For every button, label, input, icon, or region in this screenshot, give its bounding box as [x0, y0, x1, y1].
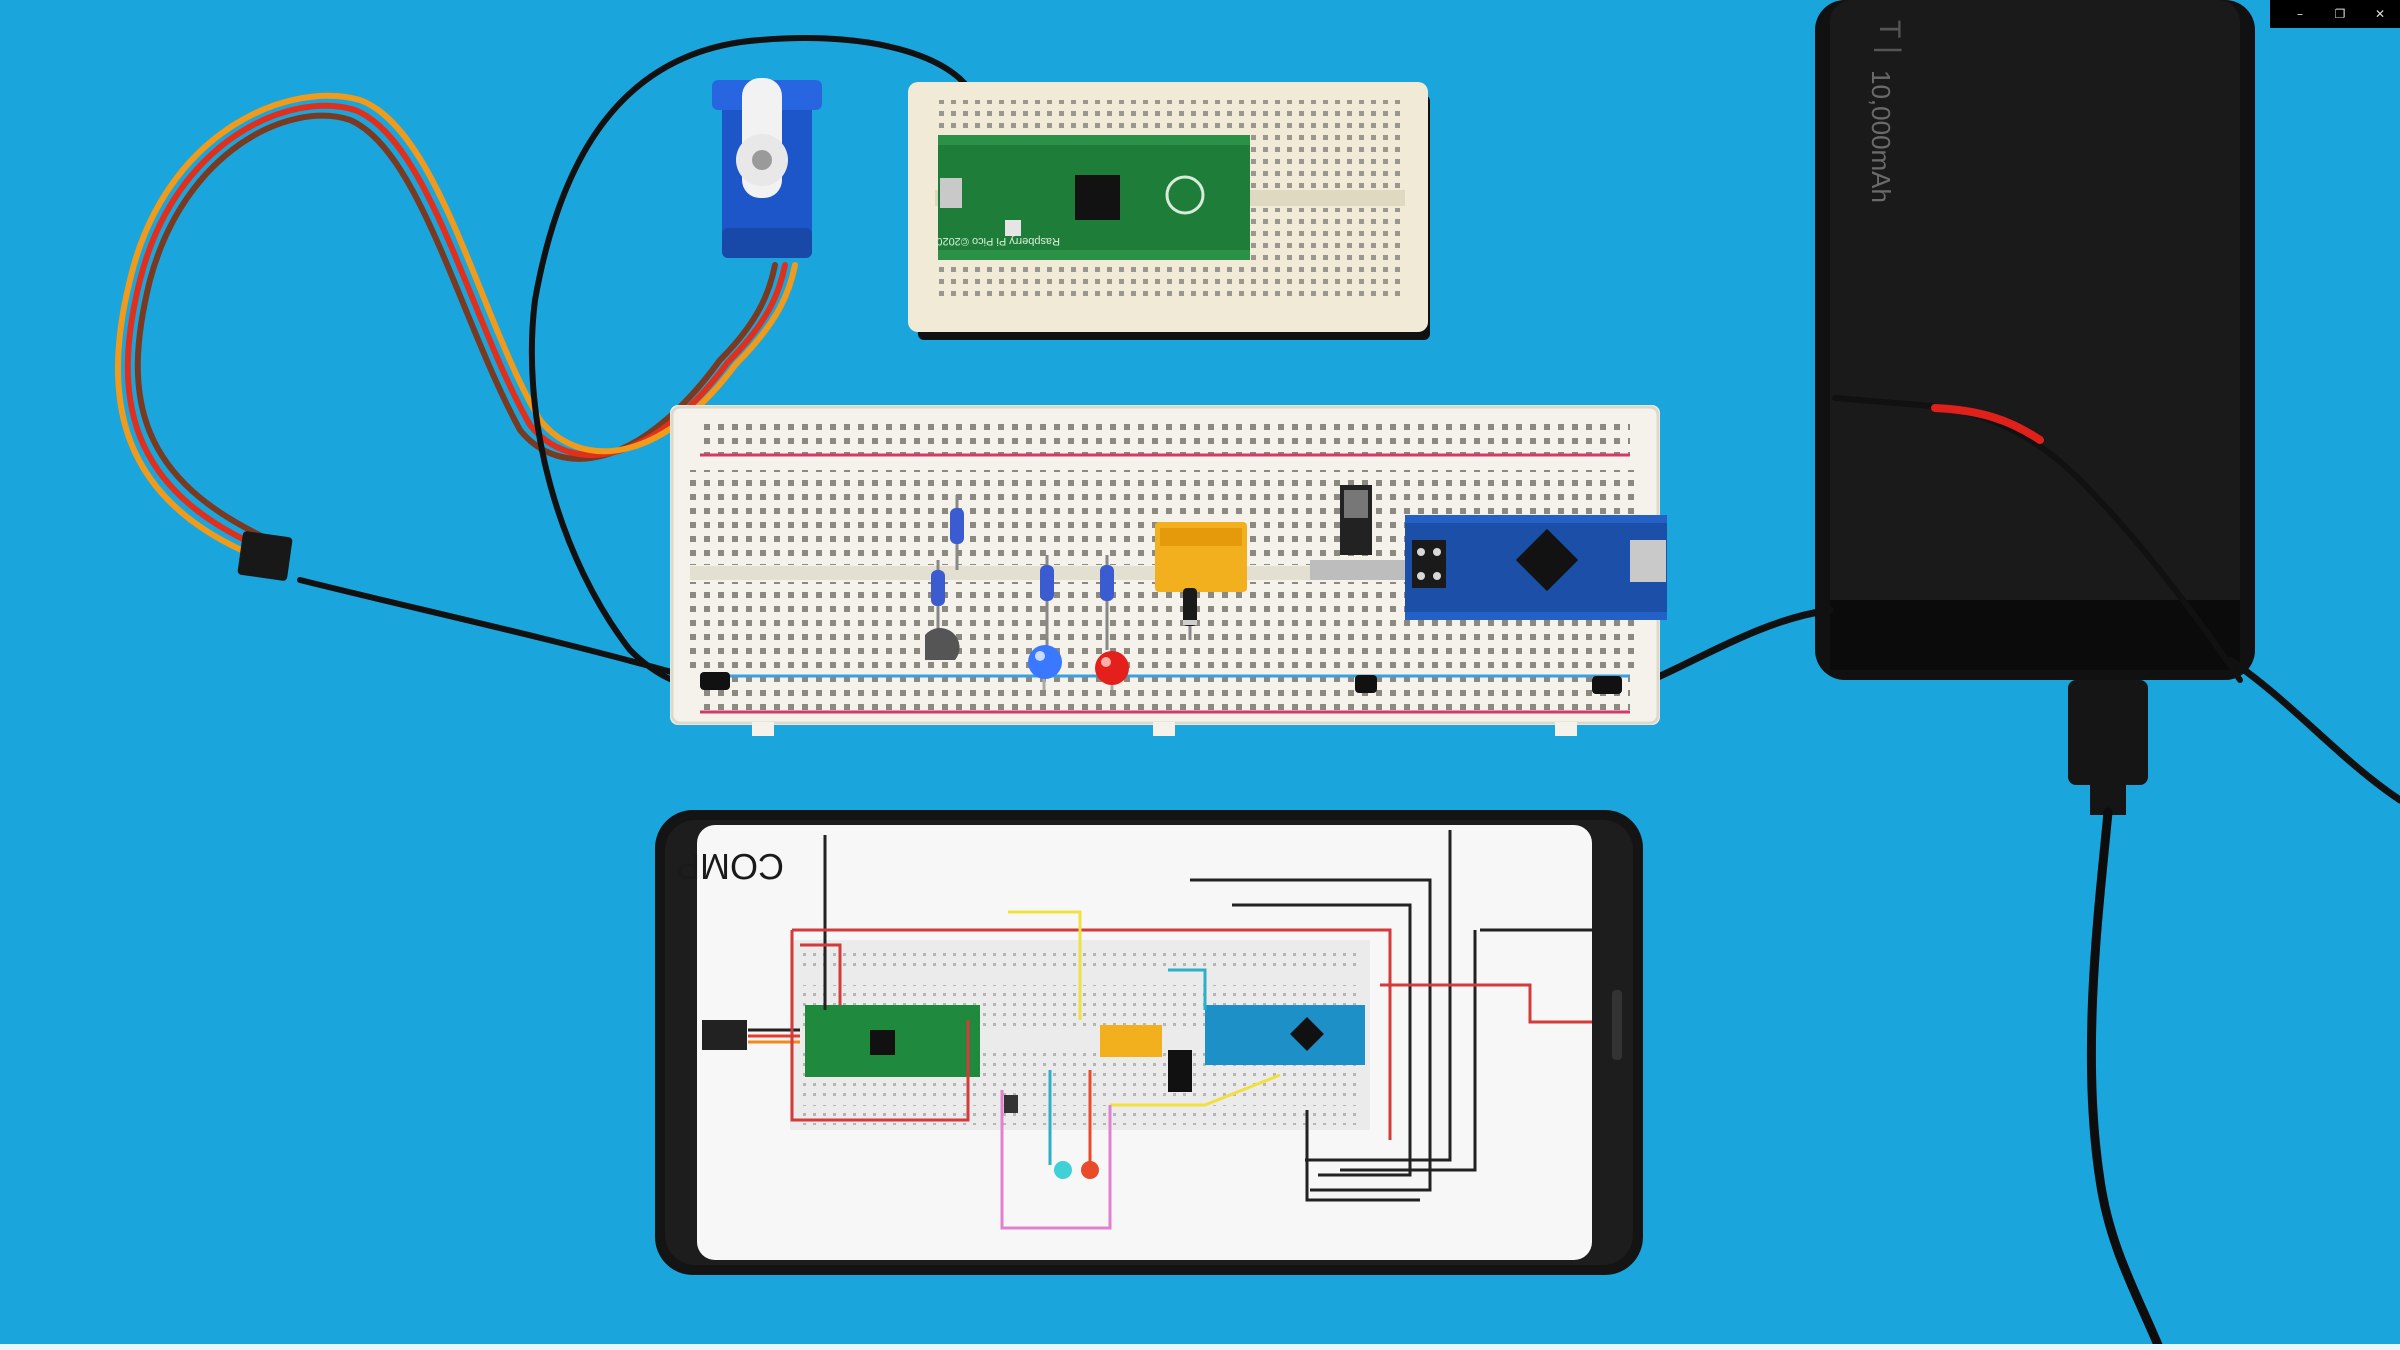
servo-connector	[237, 531, 293, 581]
phone-screen: COMP	[676, 825, 1592, 1260]
arduino-nano	[1405, 515, 1667, 620]
diode	[1183, 588, 1197, 640]
relay	[1155, 522, 1247, 592]
power-bank-capacity: 10,000mAh	[1866, 70, 1896, 203]
jumper-ends	[700, 672, 1622, 694]
red-led	[1095, 651, 1129, 690]
transistor	[925, 627, 960, 660]
servo-motor	[712, 78, 822, 258]
resistor	[1040, 555, 1054, 650]
schematic-nano	[1205, 1005, 1365, 1065]
resistor	[1100, 555, 1114, 650]
blue-led	[1028, 645, 1062, 690]
restore-button[interactable]: ❐	[2334, 7, 2346, 21]
schematic-title: COMP	[676, 846, 784, 887]
resistor	[931, 560, 945, 640]
power-bank-brand: T |	[1873, 20, 1906, 54]
window-controls: – ❐ ✕	[2270, 0, 2400, 28]
pico-silkscreen-label: Raspberry Pi Pico ©2020	[936, 235, 1060, 247]
close-button[interactable]: ✕	[2374, 7, 2386, 21]
minimize-button[interactable]: –	[2297, 7, 2303, 21]
power-bank: T | 10,000mAh	[1815, 0, 2255, 815]
raspberry-pi-pico: Raspberry Pi Pico ©2020	[936, 135, 1250, 260]
potentiometer	[1310, 485, 1405, 580]
usb-cable-plug	[2068, 680, 2148, 785]
bottom-strip	[0, 1344, 2400, 1350]
circuit-components	[925, 485, 1405, 690]
resistor	[950, 495, 964, 570]
